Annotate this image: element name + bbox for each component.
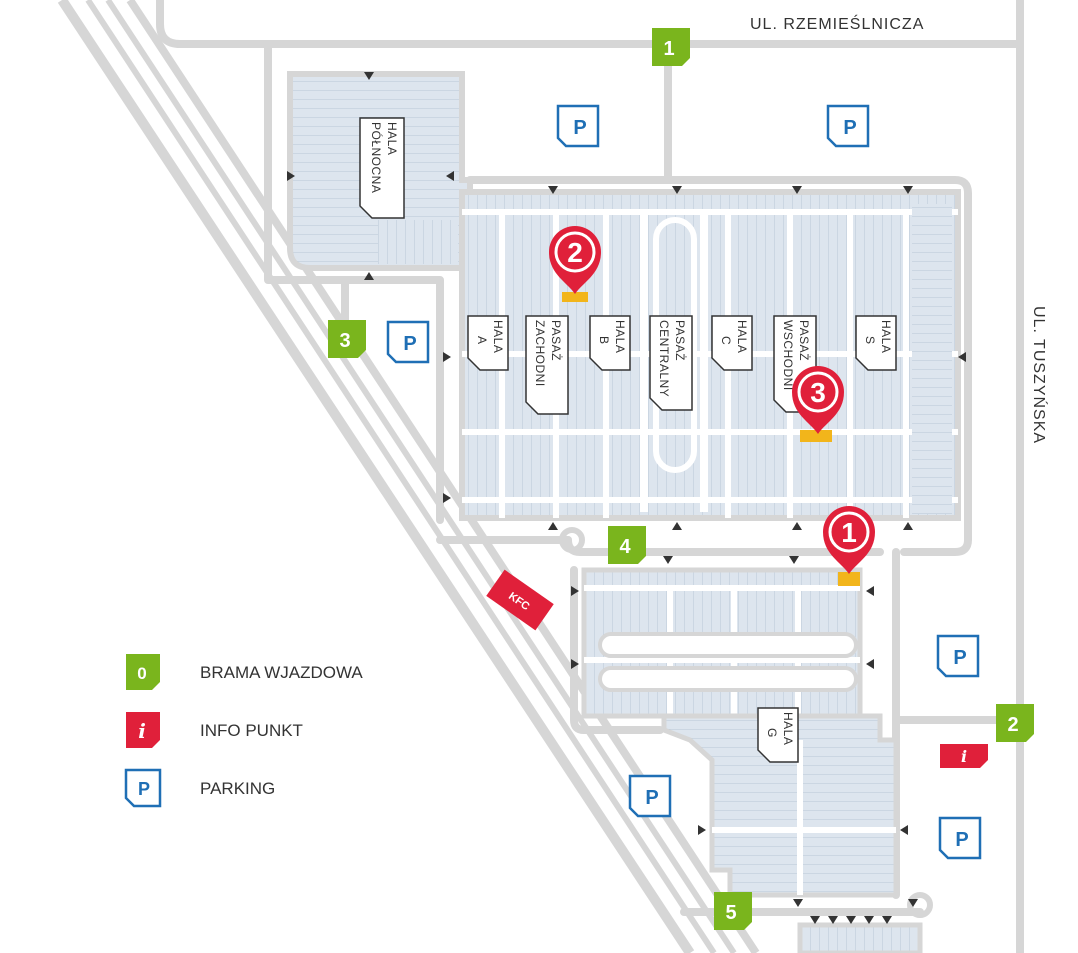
svg-text:HALA: HALA [879, 320, 893, 353]
gate-2[interactable]: 2 [996, 704, 1034, 742]
hall-label-polnocna: HALA PÓŁNOCNA [359, 117, 405, 219]
svg-text:PASAŻ: PASAŻ [549, 320, 563, 361]
hall-label-s: HALA S [855, 315, 897, 371]
svg-text:P: P [403, 333, 416, 355]
legend-parking: P PARKING [124, 768, 275, 808]
hall-label-a: HALA A [467, 315, 509, 371]
parking-sign-4[interactable]: P [936, 634, 980, 678]
svg-text:HALA: HALA [735, 320, 749, 353]
svg-text:P: P [573, 117, 586, 139]
bottom-building [797, 922, 923, 953]
info-point[interactable]: i [940, 744, 988, 768]
svg-text:PÓŁNOCNA: PÓŁNOCNA [369, 122, 384, 193]
svg-text:WSCHODNI: WSCHODNI [781, 320, 795, 391]
legend-info: i INFO PUNKT [126, 712, 303, 748]
svg-text:5: 5 [725, 902, 736, 924]
gate-5[interactable]: 5 [714, 892, 752, 930]
hall-label-pasaz-centralny: PASAŻ CENTRALNY [649, 315, 693, 411]
location-pin-1[interactable]: 1 [823, 506, 875, 574]
svg-text:BRAMA WJAZDOWA: BRAMA WJAZDOWA [200, 663, 363, 682]
roads [156, 0, 1024, 953]
svg-text:P: P [955, 829, 968, 851]
parking-sign-1[interactable]: P [556, 104, 600, 148]
svg-text:HALA: HALA [491, 320, 505, 353]
south-market-building [581, 567, 863, 719]
svg-text:i: i [138, 719, 146, 743]
svg-text:P: P [953, 647, 966, 669]
legend: 0 BRAMA WJAZDOWA i INFO PUNKT P PARKING [124, 654, 363, 808]
gate-3[interactable]: 3 [328, 320, 366, 358]
parking-sign-2[interactable]: P [826, 104, 870, 148]
svg-text:3: 3 [810, 377, 826, 408]
svg-text:B: B [597, 336, 611, 345]
svg-text:2: 2 [567, 237, 583, 268]
svg-text:P: P [645, 787, 658, 809]
svg-text:PASAŻ: PASAŻ [797, 320, 811, 361]
svg-text:ZACHODNI: ZACHODNI [533, 320, 547, 387]
svg-text:HALA: HALA [781, 712, 795, 745]
legend-gate: 0 BRAMA WJAZDOWA [126, 654, 363, 690]
svg-text:CENTRALNY: CENTRALNY [657, 320, 671, 397]
location-markers [562, 292, 860, 586]
location-pin-3[interactable]: 3 [792, 366, 844, 434]
svg-text:P: P [843, 117, 856, 139]
svg-text:HALA: HALA [385, 122, 399, 155]
gate-4[interactable]: 4 [608, 526, 646, 564]
svg-text:1: 1 [841, 517, 857, 548]
svg-text:C: C [719, 336, 733, 345]
svg-text:P: P [138, 779, 150, 799]
svg-text:2: 2 [1007, 714, 1018, 736]
parking-sign-5[interactable]: P [628, 774, 672, 818]
hall-label-g: HALA G [757, 707, 799, 763]
kfc-building[interactable]: KFC [486, 569, 554, 631]
hall-label-pasaz-zachodni: PASAŻ ZACHODNI [525, 315, 569, 415]
svg-text:HALA: HALA [613, 320, 627, 353]
location-pin-2[interactable]: 2 [549, 226, 601, 294]
gate-1[interactable]: 1 [652, 28, 690, 66]
svg-text:1: 1 [663, 38, 674, 60]
street-east: UL. TUSZYŃSKA [1030, 306, 1049, 444]
parking-sign-3[interactable]: P [386, 320, 430, 364]
svg-text:INFO PUNKT: INFO PUNKT [200, 721, 303, 740]
svg-text:3: 3 [339, 330, 350, 352]
hall-label-c: HALA C [711, 315, 753, 371]
hala-g-building [661, 713, 899, 898]
svg-text:PARKING: PARKING [200, 779, 275, 798]
svg-text:S: S [863, 336, 877, 345]
svg-text:0: 0 [137, 664, 146, 683]
svg-text:i: i [961, 747, 967, 766]
svg-text:4: 4 [619, 536, 631, 558]
svg-text:A: A [475, 336, 489, 345]
svg-text:G: G [765, 728, 779, 738]
parking-sign-6[interactable]: P [938, 816, 982, 860]
hall-label-b: HALA B [589, 315, 631, 371]
svg-text:PASAŻ: PASAŻ [673, 320, 687, 361]
street-north: UL. RZEMIEŚLNICZA [750, 14, 924, 33]
